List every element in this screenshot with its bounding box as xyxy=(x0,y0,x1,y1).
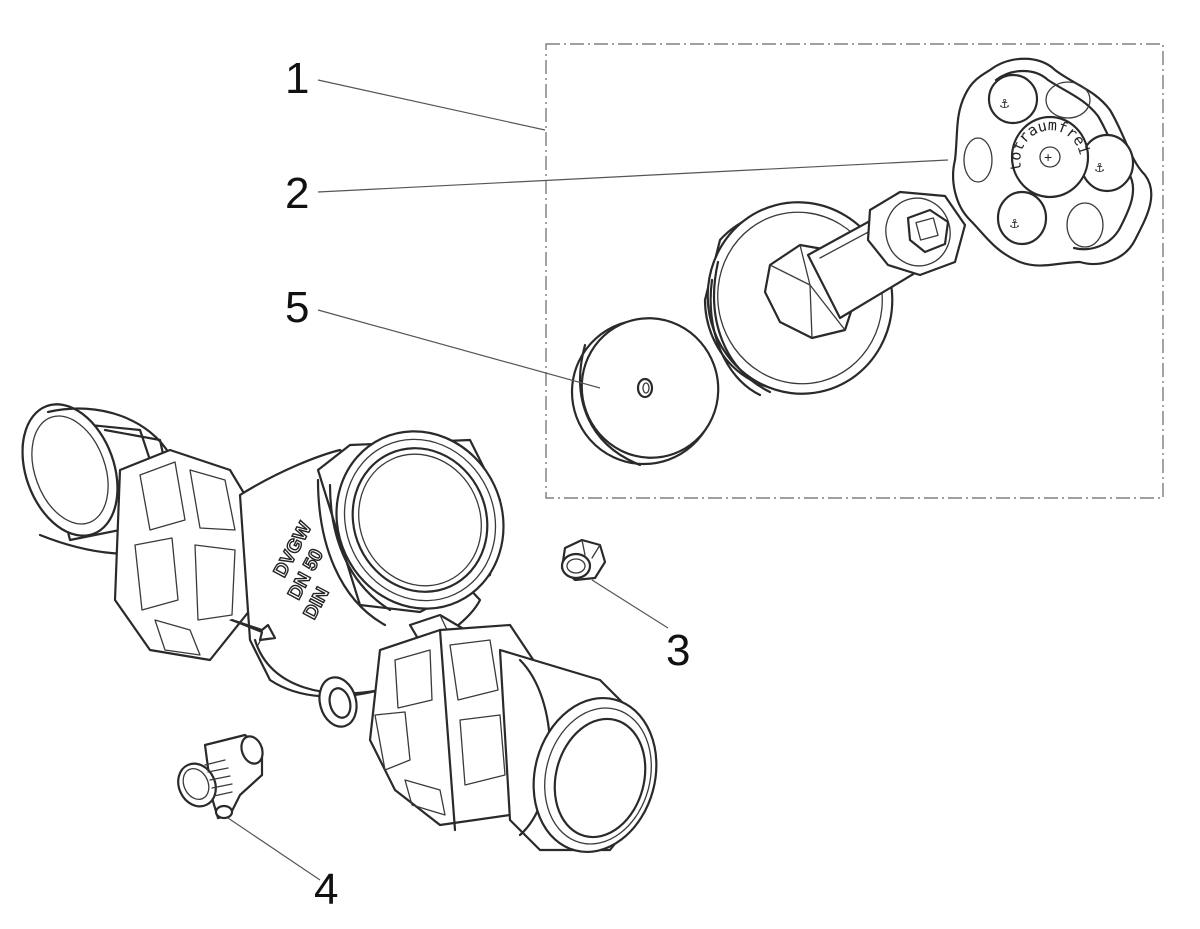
assembly-boundary-frame xyxy=(545,43,1164,499)
leader-line-5 xyxy=(317,309,601,389)
callout-3: 3 xyxy=(666,626,690,675)
callout-4: 4 xyxy=(314,865,338,914)
right-press-fitting xyxy=(498,648,658,854)
side-port-boss xyxy=(318,676,358,728)
handwheel-part: ⚓ ⚓ ⚓ + totraumfrei xyxy=(952,57,1153,267)
callout-5: 5 xyxy=(285,283,309,332)
disc-part xyxy=(570,317,720,467)
callout-2: 2 xyxy=(285,169,309,218)
plug-part xyxy=(560,538,607,582)
handwheel-logo-mark: ⚓ xyxy=(1000,94,1009,112)
svg-text:+: + xyxy=(1044,149,1052,165)
leader-line-1 xyxy=(317,79,546,131)
leader-line-4 xyxy=(227,817,321,881)
handwheel-logo-mark: ⚓ xyxy=(1095,158,1104,176)
callout-1: 1 xyxy=(285,54,309,103)
bonnet-opening xyxy=(316,430,505,627)
flow-arrow-mark xyxy=(230,618,277,642)
left-union-nut xyxy=(113,448,262,662)
valve-body: DVGW DN 50 DIN xyxy=(21,403,658,854)
leader-line-3 xyxy=(591,579,669,629)
drain-valve-part xyxy=(177,733,264,820)
bonnet-spindle-part xyxy=(703,190,967,397)
handwheel-logo-mark: ⚓ xyxy=(1010,214,1019,232)
leader-line-2 xyxy=(317,159,949,193)
